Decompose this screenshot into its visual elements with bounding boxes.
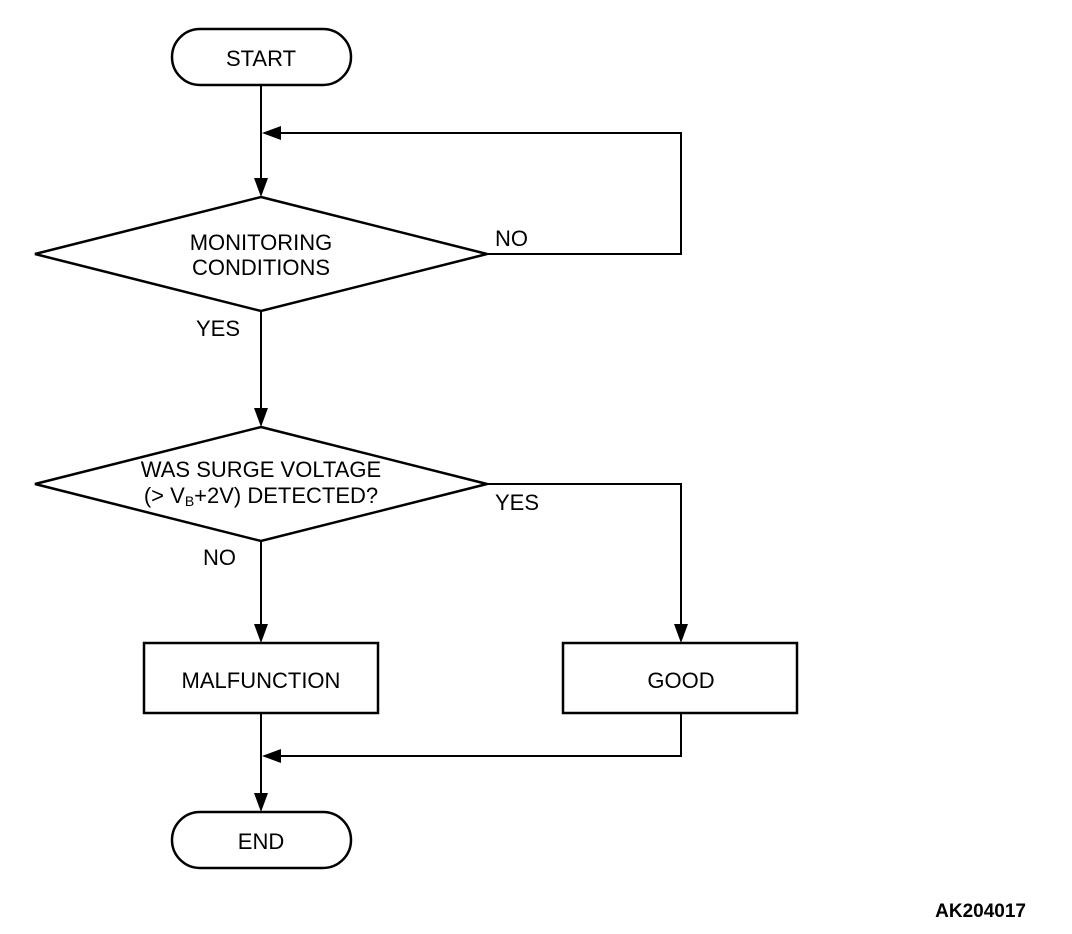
edge-surge-yes [487,483,682,624]
arrow-to-end [254,793,268,812]
figure-code: AK204017 [935,901,1026,922]
end-node: END [170,810,353,870]
connectors [254,85,688,812]
arrow-to-surge [254,408,268,427]
arrow-to-malfunction [254,624,268,643]
arrow-merge [262,749,281,763]
end-label: END [238,829,284,854]
surge-decision: WAS SURGE VOLTAGE (> VB+2V) DETECTED? [34,425,488,543]
good-label: GOOD [647,668,714,693]
malfunction-label: MALFUNCTION [182,668,341,693]
surge-yes-label: YES [495,490,539,515]
arrow-loop-return [262,126,281,140]
arrow-to-good [674,624,688,643]
arrow-to-monitoring [254,178,268,197]
monitoring-label-line2: CONDITIONS [192,255,330,280]
start-label: START [226,46,296,71]
start-node: START [170,27,353,87]
edge-monitoring-no-loop [280,132,682,255]
surge-no-label: NO [203,545,236,570]
surge-label-line2: (> VB+2V) DETECTED? [144,483,378,509]
malfunction-node: MALFUNCTION [142,641,380,715]
good-node: GOOD [561,641,799,715]
monitoring-decision: MONITORING CONDITIONS [34,195,488,313]
monitoring-label-line1: MONITORING [190,230,333,255]
monitoring-yes-label: YES [196,316,240,341]
edge-good-merge [280,713,682,757]
monitoring-no-label: NO [495,226,528,251]
surge-label-line1: WAS SURGE VOLTAGE [141,457,381,482]
